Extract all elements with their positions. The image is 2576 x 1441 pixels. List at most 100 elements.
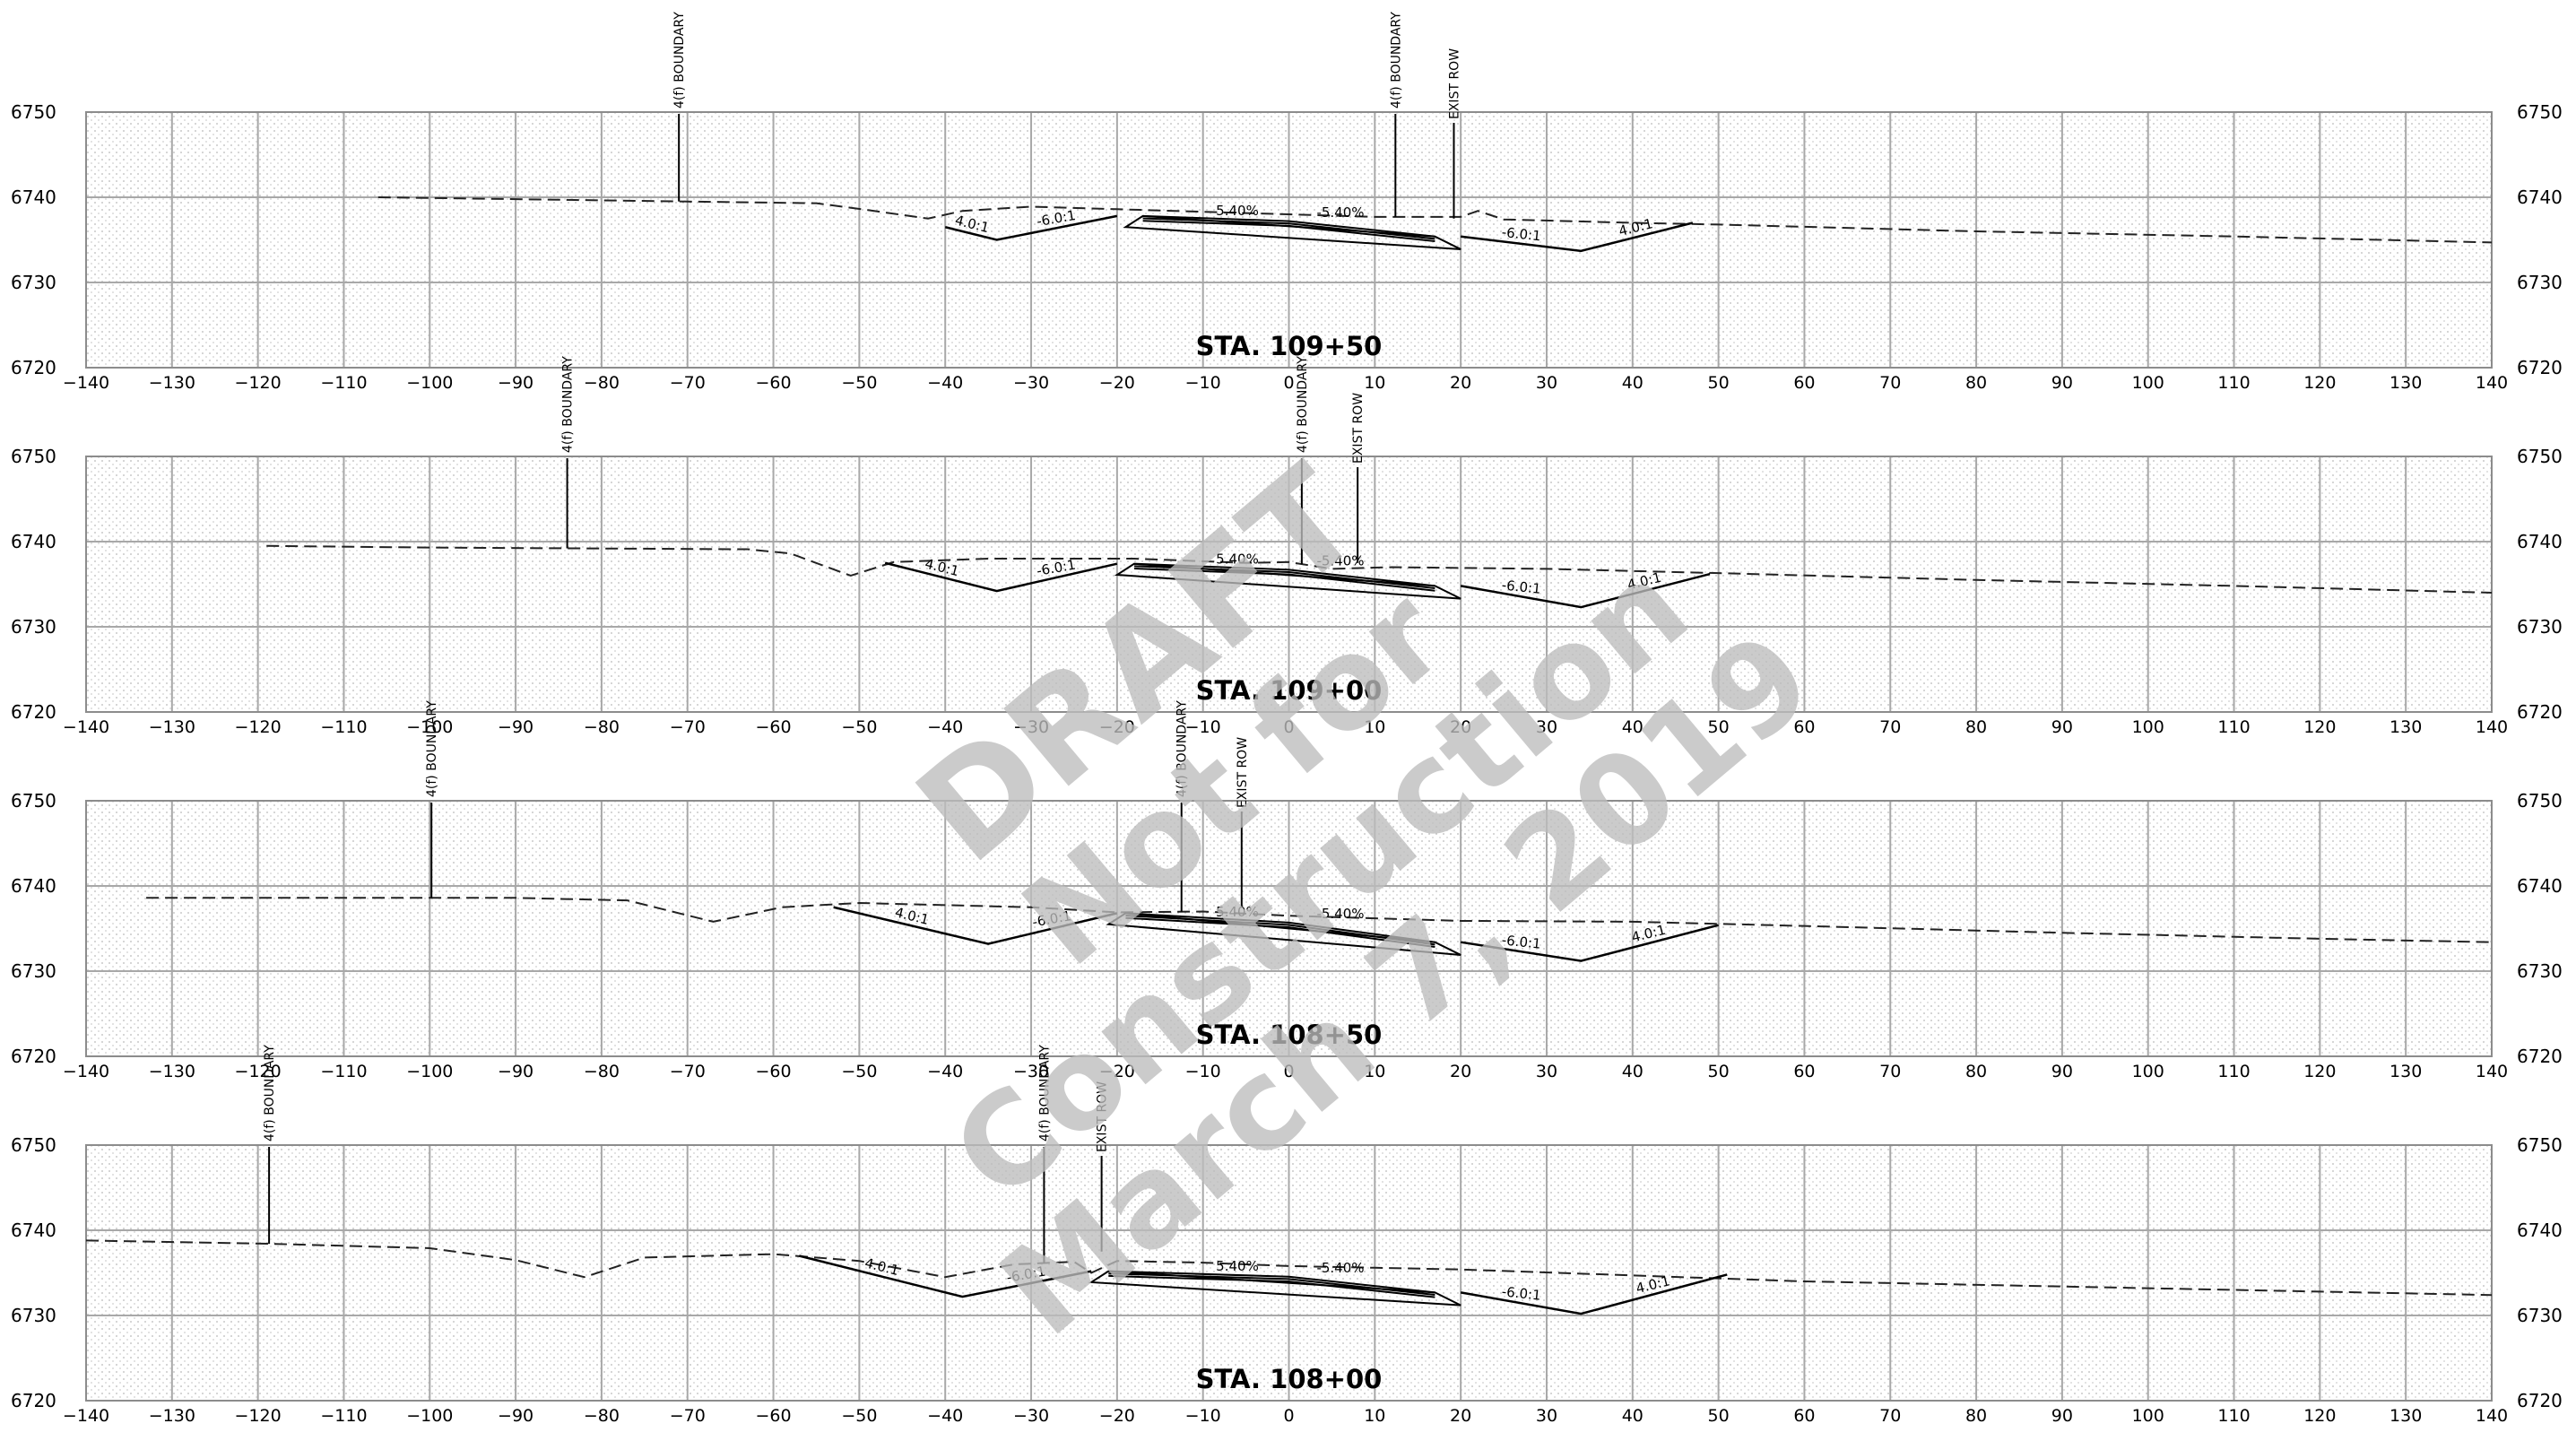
x-tick-label: 120 <box>2303 717 2336 737</box>
x-tick-label: 140 <box>2476 717 2508 737</box>
x-tick-label: −50 <box>841 1406 877 1426</box>
x-tick-label: −50 <box>841 717 877 737</box>
x-tick-label: −50 <box>841 373 877 393</box>
x-tick-label: −10 <box>1185 1062 1221 1081</box>
x-tick-label: −110 <box>320 1062 367 1081</box>
grade-label-road-left: 5.40% <box>1216 904 1259 920</box>
y-tick-label-left: 6730 <box>11 616 56 638</box>
grade-label-slope-6-right: -6.0:1 <box>1501 577 1542 596</box>
existing-ground-line <box>146 897 2493 943</box>
y-tick-label-right: 6750 <box>2517 790 2563 812</box>
x-tick-label: 110 <box>2217 717 2250 737</box>
proposed-slope-right <box>1460 924 1719 962</box>
pavement-base <box>1106 912 1461 956</box>
existing-ground-line <box>266 544 2493 594</box>
y-tick-label-right: 6730 <box>2517 960 2563 982</box>
x-tick-label: 20 <box>1450 1406 1471 1426</box>
pavement-layer <box>1125 912 1435 943</box>
x-tick-label: −80 <box>584 373 620 393</box>
x-tick-label: 110 <box>2217 1406 2250 1426</box>
x-tick-label: 30 <box>1536 1406 1557 1426</box>
proposed-slope-left <box>944 214 1118 241</box>
pavement-layer <box>1125 916 1435 949</box>
x-tick-label: 0 <box>1283 373 1294 393</box>
x-tick-label: −80 <box>584 717 620 737</box>
x-tick-label: 10 <box>1364 717 1385 737</box>
x-tick-label: 60 <box>1793 1406 1815 1426</box>
boundary-callout-label: 4(f) BOUNDARY <box>1389 12 1403 109</box>
pavement-base <box>1089 1270 1461 1306</box>
y-tick-label-left: 6720 <box>11 357 56 378</box>
x-tick-label: −20 <box>1099 1406 1135 1426</box>
boundary-callout-label: 4(f) BOUNDARY <box>425 700 439 797</box>
x-tick-label: −140 <box>63 1406 109 1426</box>
x-tick-label: 30 <box>1536 373 1557 393</box>
x-tick-label: −60 <box>756 373 792 393</box>
x-tick-label: −20 <box>1099 717 1135 737</box>
y-tick-label-right: 6740 <box>2517 1220 2563 1241</box>
y-tick-label-right: 6750 <box>2517 1134 2563 1156</box>
x-tick-label: 40 <box>1622 1406 1644 1426</box>
x-tick-label: −90 <box>498 373 533 393</box>
x-tick-label: −80 <box>584 1406 620 1426</box>
x-tick-label: −130 <box>149 717 195 737</box>
x-tick-label: −60 <box>756 717 792 737</box>
y-tick-label-left: 6750 <box>11 790 56 812</box>
x-tick-label: −120 <box>235 717 282 737</box>
section-panel-3: −140−130−120−110−100−90−80−70−60−50−40−3… <box>11 1045 2563 1426</box>
x-tick-label: −20 <box>1099 373 1135 393</box>
y-tick-label-right: 6750 <box>2517 101 2563 123</box>
x-tick-label: 50 <box>1708 717 1730 737</box>
x-tick-label: −100 <box>406 373 453 393</box>
x-tick-label: 10 <box>1364 1062 1385 1081</box>
x-tick-label: 60 <box>1793 717 1815 737</box>
cross-section-panels: −140−130−120−110−100−90−80−70−60−50−40−3… <box>11 12 2563 1426</box>
proposed-slope-left <box>799 1254 1092 1298</box>
row-callout-label: EXIST ROW <box>1351 393 1366 464</box>
x-tick-label: 0 <box>1283 717 1294 737</box>
x-tick-label: −70 <box>670 373 706 393</box>
panel-frame <box>85 456 2493 713</box>
x-tick-label: 30 <box>1536 1062 1557 1081</box>
grade-label-road-left: 5.40% <box>1216 551 1259 568</box>
x-tick-label: 10 <box>1364 373 1385 393</box>
y-tick-label-left: 6750 <box>11 446 56 467</box>
y-tick-label-left: 6720 <box>11 1390 56 1411</box>
x-tick-label: −30 <box>1013 1406 1049 1426</box>
x-tick-label: −70 <box>670 1062 706 1081</box>
grade-label-road-right: -5.40% <box>1316 553 1364 569</box>
x-tick-label: 80 <box>1965 1062 1987 1081</box>
y-tick-label-right: 6750 <box>2517 446 2563 467</box>
y-tick-label-left: 6730 <box>11 1305 56 1326</box>
x-tick-label: 20 <box>1450 717 1471 737</box>
x-tick-label: 0 <box>1283 1406 1294 1426</box>
pavement-base <box>1123 214 1461 250</box>
x-tick-label: 140 <box>2476 373 2508 393</box>
proposed-slope-right <box>1460 221 1694 253</box>
grade-label-road-left: 5.40% <box>1216 203 1259 219</box>
x-tick-label: 140 <box>2476 1062 2508 1081</box>
grade-label-slope-6-right: -6.0:1 <box>1501 932 1542 951</box>
x-tick-label: 0 <box>1283 1062 1294 1081</box>
pavement-layer <box>1108 1274 1435 1298</box>
pavement-layer <box>1133 562 1435 587</box>
proposed-slope-left <box>833 906 1118 945</box>
x-tick-label: −130 <box>149 1062 195 1081</box>
boundary-callout-label: 4(f) BOUNDARY <box>1037 1045 1052 1142</box>
proposed-slope-right <box>1460 572 1711 609</box>
x-tick-label: 100 <box>2132 1062 2164 1081</box>
grade-label-slope-6-right: -6.0:1 <box>1501 224 1542 244</box>
section-panel-0: −140−130−120−110−100−90−80−70−60−50−40−3… <box>11 12 2563 393</box>
station-label: STA. 108+50 <box>1196 1020 1383 1050</box>
x-tick-label: 40 <box>1622 373 1644 393</box>
x-tick-label: −40 <box>927 373 963 393</box>
x-tick-label: −30 <box>1013 717 1049 737</box>
section-panel-1: −140−130−120−110−100−90−80−70−60−50−40−3… <box>11 356 2563 737</box>
station-label: STA. 108+00 <box>1196 1364 1383 1394</box>
x-tick-label: 110 <box>2217 1062 2250 1081</box>
x-tick-label: −60 <box>756 1062 792 1081</box>
x-tick-label: −120 <box>235 1062 282 1081</box>
x-tick-label: −90 <box>498 1406 533 1426</box>
x-tick-label: 20 <box>1450 373 1471 393</box>
x-tick-label: −20 <box>1099 1062 1135 1081</box>
